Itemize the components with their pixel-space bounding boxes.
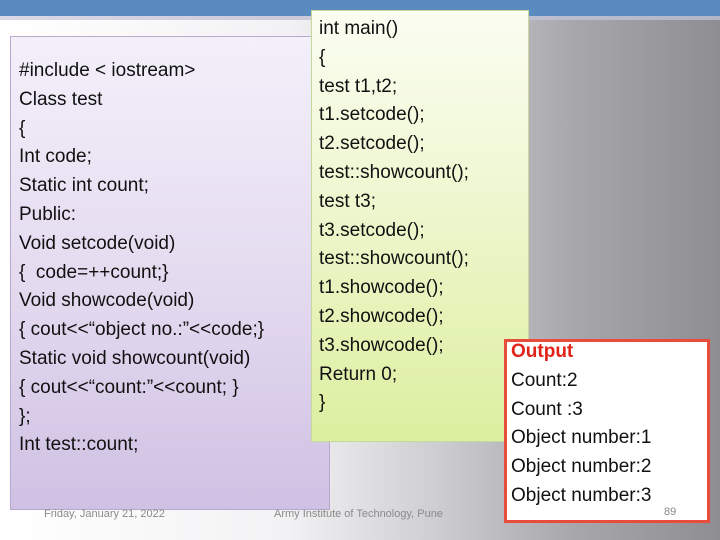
code-line: { <box>19 117 26 139</box>
output-line: Object number:2 <box>511 456 652 478</box>
code-line: test::showcount(); <box>319 161 469 183</box>
code-line: Return 0; <box>319 363 398 385</box>
footer-page-number: 89 <box>664 506 677 518</box>
code-line: t2.showcode(); <box>319 305 444 327</box>
code-line: }; <box>19 405 31 427</box>
code-line: { cout<<“object no.:”<<code;} <box>19 319 265 341</box>
code-line: int main() <box>319 18 399 39</box>
output-line: Object number:3 <box>511 484 652 506</box>
code-line: { code=++count;} <box>19 261 169 283</box>
code-line: Int test::count; <box>19 434 139 456</box>
class-definition-panel <box>10 36 330 510</box>
code-line: Public: <box>19 203 77 225</box>
main-function-panel <box>311 10 529 442</box>
code-line: test t1,t2; <box>319 75 398 97</box>
code-line: t2.setcode(); <box>319 133 425 155</box>
code-line: { cout<<“count:”<<count; } <box>19 376 239 398</box>
code-line: t3.setcode(); <box>319 219 425 241</box>
output-panel <box>504 339 710 523</box>
code-line: test::showcount(); <box>319 248 469 270</box>
code-line: #include < iostream> <box>19 60 196 81</box>
code-line: } <box>319 392 326 414</box>
main-function-code: int main() { test t1,t2; t1.setcode(); t… <box>319 15 469 418</box>
footer-date: Friday, January 21, 2022 <box>44 508 165 520</box>
output-line: Count :3 <box>511 398 583 420</box>
code-line: test t3; <box>319 190 377 212</box>
code-line: Class test <box>19 88 103 110</box>
code-line: Int code; <box>19 146 92 168</box>
output-line: Object number:1 <box>511 427 652 449</box>
code-line: t1.showcode(); <box>319 277 444 299</box>
output-line: Count:2 <box>511 369 578 391</box>
code-line: t1.setcode(); <box>319 104 425 126</box>
code-line: Static void showcount(void) <box>19 347 251 369</box>
class-definition-code: #include < iostream> Class test { Int co… <box>19 57 264 460</box>
slide-top-bar <box>0 0 720 16</box>
output-lines: Output Count:2 Count :3 Object number:1 … <box>511 338 651 511</box>
code-line: Void setcode(void) <box>19 232 176 254</box>
code-line: t3.showcode(); <box>319 334 444 356</box>
code-line: Static int count; <box>19 175 149 197</box>
code-line: { <box>319 46 326 68</box>
footer-institution: Army Institute of Technology, Pune <box>274 508 443 520</box>
output-heading: Output <box>511 341 574 362</box>
code-line: Void showcode(void) <box>19 290 195 312</box>
